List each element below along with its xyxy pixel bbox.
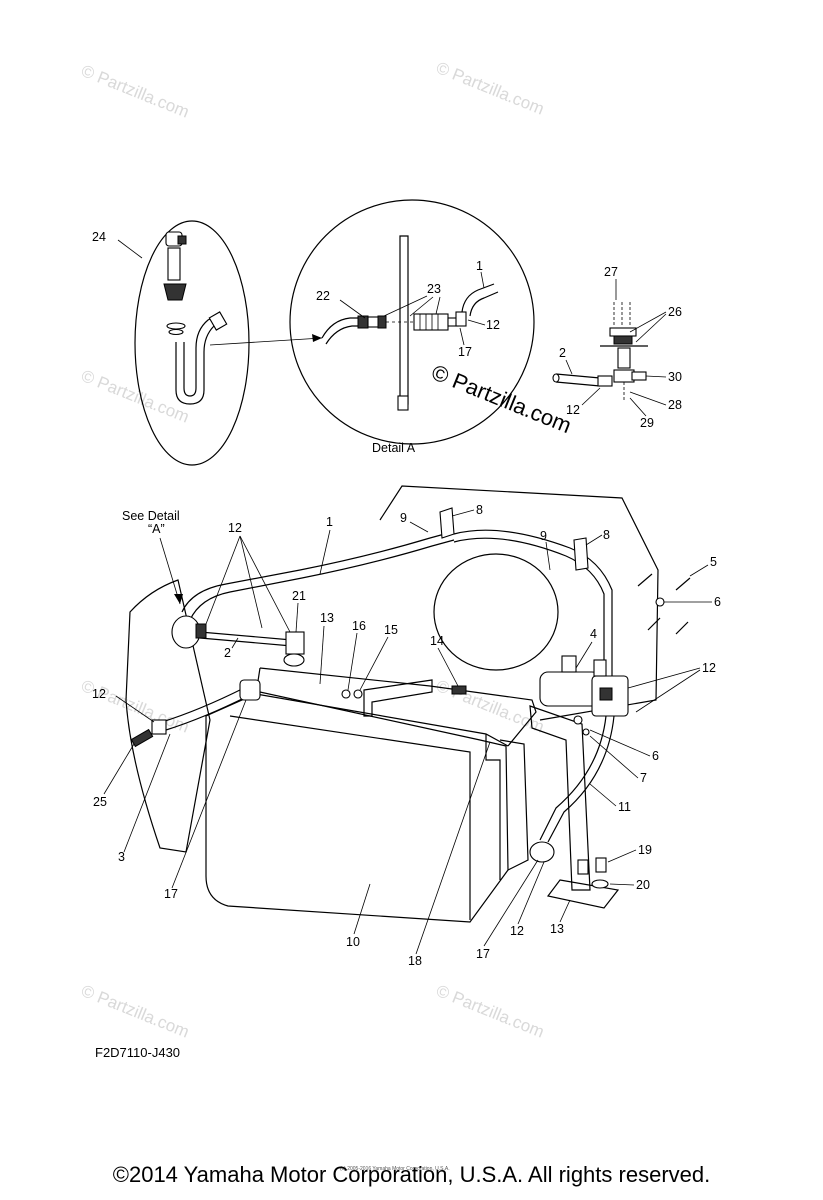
watermark-layer: © Partzilla.com © Partzilla.com © Partzi…: [79, 58, 547, 1042]
valve-assembly: 27 26 2 30 12 28 29: [552, 265, 682, 430]
callout-25: 25: [93, 795, 107, 809]
small-notice: (c) 2005-2016 Yamaha Motor Corporation, …: [340, 1166, 450, 1172]
callout-11: 11: [618, 800, 631, 814]
callout-3: 3: [118, 850, 125, 864]
callout-12: 12: [702, 661, 716, 675]
callout-14: 14: [430, 634, 444, 648]
callout-30: 30: [668, 370, 682, 384]
watermark-text: © Partzilla.com: [79, 366, 192, 427]
callout-6: 6: [652, 749, 659, 763]
see-detail-label-a: “A”: [148, 522, 165, 536]
watermark-text: © Partzilla.com: [434, 981, 547, 1042]
callout-9: 9: [540, 529, 547, 543]
callout-17: 17: [458, 345, 472, 359]
callout-15: 15: [384, 623, 398, 637]
callout-12: 12: [486, 318, 500, 332]
diagram-code: F2D7110-J430: [95, 1045, 180, 1060]
watermark-large: © Partzilla.com: [428, 359, 575, 438]
callout-29: 29: [640, 416, 654, 430]
callout-12: 12: [566, 403, 580, 417]
see-detail-label: See Detail: [122, 509, 180, 523]
detail-24-oval: 24: [92, 220, 323, 466]
callout-27: 27: [604, 265, 618, 279]
callout-13: 13: [320, 611, 334, 625]
main-assembly: See Detail “A” 12 1 9 8 9 8 5 6 21 13 16…: [92, 485, 721, 968]
detail-a-circle: 22 23 1 12 17 Detail A: [289, 199, 535, 455]
callout-18: 18: [408, 954, 422, 968]
callout-17: 17: [476, 947, 490, 961]
callout-17: 17: [164, 887, 178, 901]
callout-7: 7: [640, 771, 647, 785]
callout-12: 12: [510, 924, 524, 938]
callout-6: 6: [714, 595, 721, 609]
watermark-text: © Partzilla.com: [79, 981, 192, 1042]
callout-19: 19: [638, 843, 652, 857]
callout-1: 1: [326, 515, 333, 529]
callout-10: 10: [346, 935, 360, 949]
callout-22: 22: [316, 289, 330, 303]
callout-28: 28: [668, 398, 682, 412]
callout-9: 9: [400, 511, 407, 525]
callout-5: 5: [710, 555, 717, 569]
callout-8: 8: [476, 503, 483, 517]
callout-20: 20: [636, 878, 650, 892]
callout-12: 12: [228, 521, 242, 535]
callout-8: 8: [603, 528, 610, 542]
watermark-text: © Partzilla.com: [434, 58, 547, 119]
callout-12: 12: [92, 687, 106, 701]
watermark-text: © Partzilla.com: [79, 61, 192, 122]
callout-16: 16: [352, 619, 366, 633]
callout-26: 26: [668, 305, 682, 319]
callout-13: 13: [550, 922, 564, 936]
copyright-notice: ©2014 Yamaha Motor Corporation, U.S.A. A…: [112, 1162, 711, 1187]
callout-23: 23: [427, 282, 441, 296]
callout-2: 2: [559, 346, 566, 360]
callout-2: 2: [224, 646, 231, 660]
callout-4: 4: [590, 627, 597, 641]
callout-24: 24: [92, 230, 106, 244]
callout-1: 1: [476, 259, 483, 273]
callout-21: 21: [292, 589, 306, 603]
detail-a-caption: Detail A: [372, 441, 416, 455]
